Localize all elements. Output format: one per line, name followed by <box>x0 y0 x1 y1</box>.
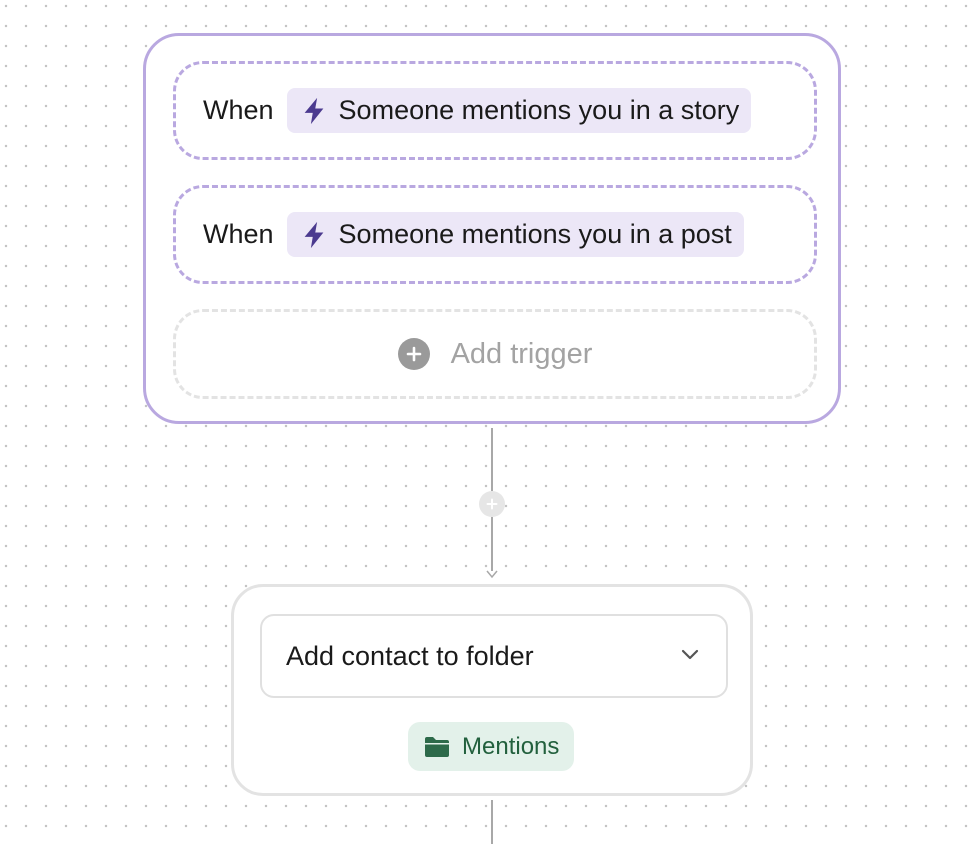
action-card: Add contact to folder Mentions <box>231 584 753 796</box>
trigger-chip-post[interactable]: Someone mentions you in a post <box>286 212 744 257</box>
folder-icon <box>423 735 451 759</box>
add-trigger-label: Add trigger <box>450 337 593 370</box>
lightning-bolt-icon <box>299 220 329 250</box>
trigger-label: Someone mentions you in a post <box>338 219 732 249</box>
folder-name: Mentions <box>462 732 560 760</box>
connector-line <box>491 517 493 571</box>
chevron-down-icon <box>678 642 702 671</box>
lightning-bolt-icon <box>299 96 329 126</box>
folder-chip[interactable]: Mentions <box>408 722 575 771</box>
plus-circle-icon <box>397 338 430 370</box>
plus-icon <box>486 498 498 510</box>
connector-line <box>491 428 493 491</box>
arrow-down-icon <box>486 570 498 579</box>
add-trigger-button[interactable]: Add trigger <box>173 309 817 399</box>
insert-step-button[interactable] <box>479 491 505 517</box>
trigger-row-post[interactable]: When Someone mentions you in a post <box>173 185 817 284</box>
trigger-group: When Someone mentions you in a story Whe… <box>143 33 841 424</box>
trigger-prefix: When <box>203 95 274 125</box>
trigger-chip-story[interactable]: Someone mentions you in a story <box>286 88 752 133</box>
trigger-label: Someone mentions you in a story <box>338 95 740 125</box>
action-type-dropdown[interactable]: Add contact to folder <box>260 614 728 698</box>
connector-line <box>491 800 493 844</box>
action-type-value: Add contact to folder <box>286 640 534 671</box>
trigger-prefix: When <box>203 219 274 249</box>
trigger-row-story[interactable]: When Someone mentions you in a story <box>173 61 817 160</box>
